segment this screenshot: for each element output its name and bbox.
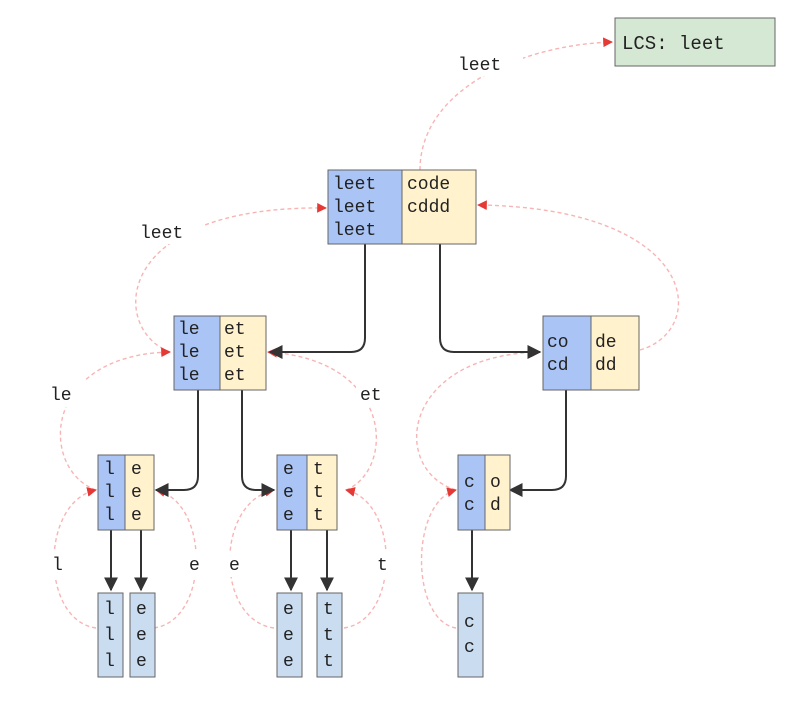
leaf-l: l l l — [97, 592, 124, 678]
node-e-t-right-0: t — [313, 460, 324, 480]
leaf-e2-0: e — [283, 600, 294, 620]
tree-edge-le-et-to-l-e — [154, 390, 199, 497]
node-c-o-left-1: c — [464, 496, 475, 516]
leaf-t-0: t — [323, 600, 334, 620]
node-co-de: co cd de dd — [542, 315, 640, 391]
leaf-l-2: l — [104, 652, 115, 672]
node-co-de-left-1: cd — [547, 356, 569, 376]
edge-label-e-left: e — [189, 556, 200, 576]
node-l-e-left-1: l — [104, 483, 115, 503]
node-co-de-right-1: dd — [595, 356, 617, 376]
node-le-et: le le le et et et — [173, 315, 267, 391]
leaf-t-2: t — [323, 652, 334, 672]
node-l-e: l l l e e e — [97, 454, 155, 531]
tree-edge-root-to-co-de — [439, 244, 542, 359]
node-co-de-left-0: co — [547, 333, 569, 353]
node-co-de-right-0: de — [595, 333, 617, 353]
node-c-o-right-1: d — [490, 496, 501, 516]
edge-labels: leet leet le et l e e t — [47, 50, 523, 577]
node-c-o: c c o d — [457, 454, 511, 531]
node-root-left-1: leet — [333, 198, 376, 218]
node-le-et-left-1: le — [178, 343, 200, 363]
leaf-c-0: c — [464, 613, 475, 633]
leaf-t-1: t — [323, 626, 334, 646]
node-l-e-right-2: e — [131, 506, 142, 526]
tree-edge-le-et-to-e-t — [241, 390, 276, 497]
edge-label-left-root: leet — [140, 224, 183, 244]
node-le-et-right-1: et — [224, 343, 246, 363]
node-e-t-left-1: e — [283, 483, 294, 503]
node-l-e-left-0: l — [104, 460, 115, 480]
return-edge-root-to-result — [419, 37, 613, 171]
return-edge-right-to-root — [477, 200, 680, 351]
result-text: LCS: leet — [622, 33, 725, 55]
node-e-t-right-2: t — [313, 506, 324, 526]
node-le-et-right-2: et — [224, 366, 246, 386]
node-le-et-right-0: et — [224, 320, 246, 340]
node-root-right-1: cddd — [407, 198, 450, 218]
edge-label-l: l — [52, 556, 63, 576]
node-root-right-0: code — [407, 175, 450, 195]
node-c-o-left-0: c — [464, 473, 475, 493]
node-e-t-right-1: t — [313, 483, 324, 503]
leaf-l-1: l — [104, 626, 115, 646]
node-root-left-2: leet — [333, 221, 376, 241]
tree-edge-co-de-to-c-o — [508, 390, 567, 497]
leaf-e1-2: e — [136, 652, 147, 672]
edge-label-le: le — [50, 386, 72, 406]
result-box: LCS: leet — [614, 17, 776, 67]
node-root-left-0: leet — [333, 175, 376, 195]
return-edge-c-o-to-co-de — [416, 347, 541, 491]
node-le-et-left-0: le — [178, 320, 200, 340]
node-l-e-right-1: e — [131, 483, 142, 503]
node-root: leet leet leet code cddd — [327, 169, 477, 245]
leaf-l-0: l — [104, 600, 115, 620]
node-e-t: e e e t t t — [276, 454, 338, 531]
tree-edges — [104, 244, 567, 592]
leaf-c-1: c — [464, 638, 475, 658]
edge-label-t: t — [377, 556, 388, 576]
return-edge-l-e-to-le-et — [59, 347, 171, 491]
tree-edge-root-to-le-et — [268, 244, 366, 359]
leaf-e1: e e e — [129, 592, 156, 678]
node-e-t-left-2: e — [283, 506, 294, 526]
leaf-e2: e e e — [276, 592, 303, 678]
leaf-e2-1: e — [283, 626, 294, 646]
leaf-e1-1: e — [136, 626, 147, 646]
edge-label-root-result: leet — [458, 56, 501, 76]
edge-label-et: et — [360, 386, 382, 406]
node-l-e-left-2: l — [104, 506, 115, 526]
return-edge-leaf-e2 — [229, 486, 275, 629]
edge-label-e-right: e — [229, 556, 240, 576]
leaf-e1-0: e — [136, 600, 147, 620]
leaf-c: c c — [457, 592, 484, 678]
leaf-t: t t t — [316, 592, 343, 678]
return-edge-leaf-c — [420, 487, 457, 629]
node-e-t-left-0: e — [283, 460, 294, 480]
node-c-o-right-0: o — [490, 473, 501, 493]
leaf-e2-2: e — [283, 652, 294, 672]
node-le-et-left-2: le — [178, 366, 200, 386]
return-edge-e-t-to-le-et — [267, 347, 378, 491]
node-l-e-right-0: e — [131, 460, 142, 480]
